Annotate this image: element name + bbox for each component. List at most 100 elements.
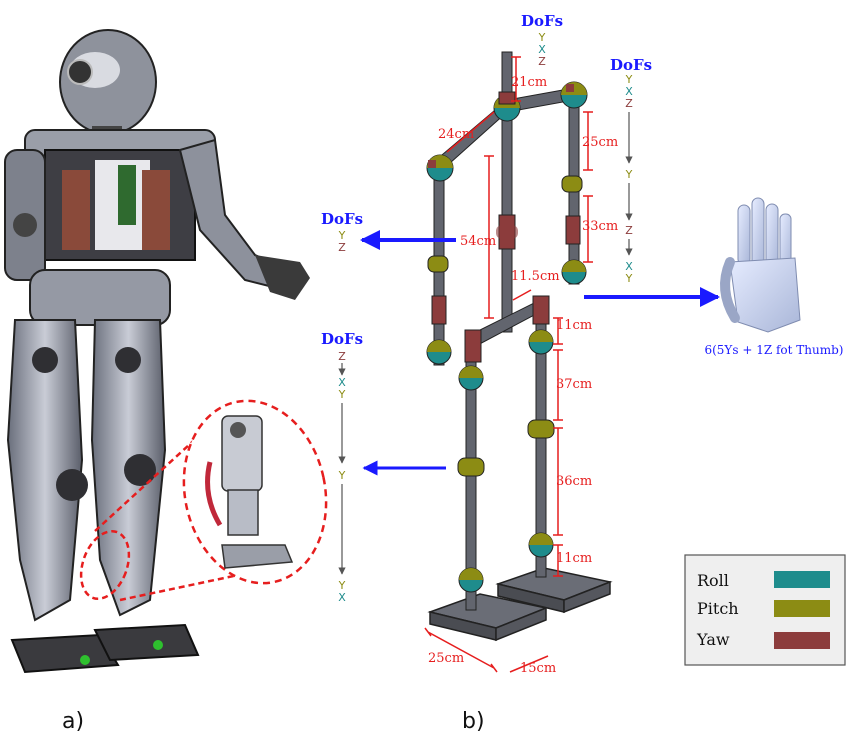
dofs-head-1: X (538, 43, 546, 56)
legend-swatch-yaw (774, 632, 830, 649)
legend: Roll Pitch Yaw (684, 554, 846, 666)
foot-plate-right-front (563, 580, 611, 614)
dofs-waist-title: DoFs (321, 210, 363, 228)
panel-label-b: b) (462, 709, 485, 731)
dofs-leg: DoFs Z X Y Y Y X (321, 330, 363, 604)
ankle-zoom-render (205, 415, 294, 569)
joint-right-forearm-yaw (565, 215, 581, 245)
dofs-arm: DoFs Y X Z Y Z X Y (610, 56, 652, 285)
dofs-arm-0: Y (625, 73, 633, 86)
joint-hip-left (458, 365, 484, 391)
dofs-leg-1: X (338, 376, 346, 389)
robot-battery-left (62, 170, 90, 250)
joint-hip-left-yaw (464, 329, 482, 363)
dofs-arm-4: Z (625, 224, 633, 237)
dofs-arm-3: Y (625, 168, 633, 181)
hand-caption: 6(5Ys + 1Z fot Thumb) (704, 343, 843, 357)
dim-ankle: 11cm (556, 551, 592, 566)
dofs-leg-0: Z (338, 350, 346, 363)
hand-thumb (720, 257, 740, 323)
dofs-leg-3: Y (338, 469, 346, 482)
zoom-foot (221, 544, 294, 569)
dim-line-pelvis (553, 317, 563, 345)
dim-pelvis: 11cm (556, 318, 592, 333)
dofs-head-2: Z (538, 55, 546, 68)
robot-eye (67, 59, 93, 85)
zoom-ankle (227, 489, 259, 536)
dim-torso: 54cm (460, 234, 496, 249)
robot-battery-right (142, 170, 170, 250)
dim-line-foot-length (424, 627, 498, 673)
robot-foot-sensor-left (80, 655, 90, 665)
zoom-actuator-rod (205, 461, 223, 527)
dofs-leg-4: Y (338, 579, 346, 592)
dim-upper-arm: 25cm (582, 135, 618, 150)
dofs-waist: DoFs Y Z (321, 210, 363, 254)
joint-ankle-left (458, 567, 484, 593)
dofs-arm-2: Z (625, 97, 633, 110)
joint-left-wrist (426, 339, 452, 365)
dofs-arm-title: DoFs (610, 56, 652, 74)
dofs-leg-title: DoFs (321, 330, 363, 348)
kinematic-skeleton (426, 51, 613, 642)
hand-finger-1 (737, 204, 751, 266)
dofs-arm-5: X (625, 260, 633, 273)
joint-knee-left (457, 457, 485, 477)
robot-foot-sensor-right (153, 640, 163, 650)
legend-label-yaw: Yaw (696, 630, 730, 649)
robot-hip (29, 269, 171, 326)
dimension-labels: 21cm 24cm 25cm 33cm 54cm 11.5cm 11cm 37c… (428, 75, 618, 676)
dim-line-upper-arm (583, 111, 593, 171)
joint-shoulder-left (426, 154, 454, 182)
dim-foot-width: 15cm (520, 661, 556, 676)
robot-right-foot (93, 623, 200, 662)
dofs-arm-6: Y (625, 272, 633, 285)
dim-foot-length: 25cm (428, 651, 464, 666)
joint-hip-right-yaw (532, 295, 550, 325)
hand-palm (729, 257, 801, 333)
dofs-arm-1: X (625, 85, 633, 98)
dim-line-neck (511, 56, 521, 102)
dim-line-foot-width (509, 655, 549, 673)
hand-finger-2 (751, 197, 765, 269)
dofs-waist-0: Y (338, 229, 346, 242)
dim-thigh: 37cm (556, 377, 592, 392)
spine-rod (501, 51, 513, 333)
dofs-head-title: DoFs (521, 12, 563, 30)
joint-right-wrist (561, 259, 587, 285)
robot-left-elbow (13, 213, 37, 237)
legend-swatch-pitch (774, 600, 830, 617)
dofs-head: DoFs Y X Z (521, 12, 563, 68)
dimension-lines (424, 56, 593, 673)
robot-left-foot (10, 633, 120, 674)
legend-label-roll: Roll (697, 571, 729, 590)
legend-label-pitch: Pitch (697, 599, 739, 618)
dim-line-shin (553, 427, 563, 536)
joint-left-forearm-yaw (431, 295, 447, 325)
joint-right-elbow-pitch (561, 175, 583, 193)
dim-line-forearm (583, 195, 593, 263)
callout-small-ellipse (79, 530, 131, 600)
robot-right-hand (255, 255, 310, 300)
dofs-leg-2: Y (338, 388, 346, 401)
dim-line-torso (484, 155, 494, 319)
joint-left-elbow-pitch (427, 255, 449, 273)
foot-plate-left-front (495, 606, 547, 642)
dim-hip: 11.5cm (511, 269, 560, 284)
legend-swatch-roll (774, 571, 830, 588)
robot-circuit-board (118, 165, 136, 225)
panel-label-a: a) (62, 709, 84, 731)
dim-line-thigh (553, 349, 563, 421)
joint-waist-pitch (496, 225, 518, 239)
dofs-head-0: Y (538, 31, 546, 44)
dofs-leg-5: X (338, 591, 346, 604)
dim-shin: 36cm (556, 474, 592, 489)
robot-render (4, 29, 310, 674)
joint-knee-right (527, 419, 555, 439)
zoom-knee-joint (230, 422, 246, 438)
dofs-waist-1: Z (338, 241, 346, 254)
joint-ankle-right (528, 532, 554, 558)
dim-forearm: 33cm (582, 219, 618, 234)
joint-shoulder-right (560, 81, 588, 109)
